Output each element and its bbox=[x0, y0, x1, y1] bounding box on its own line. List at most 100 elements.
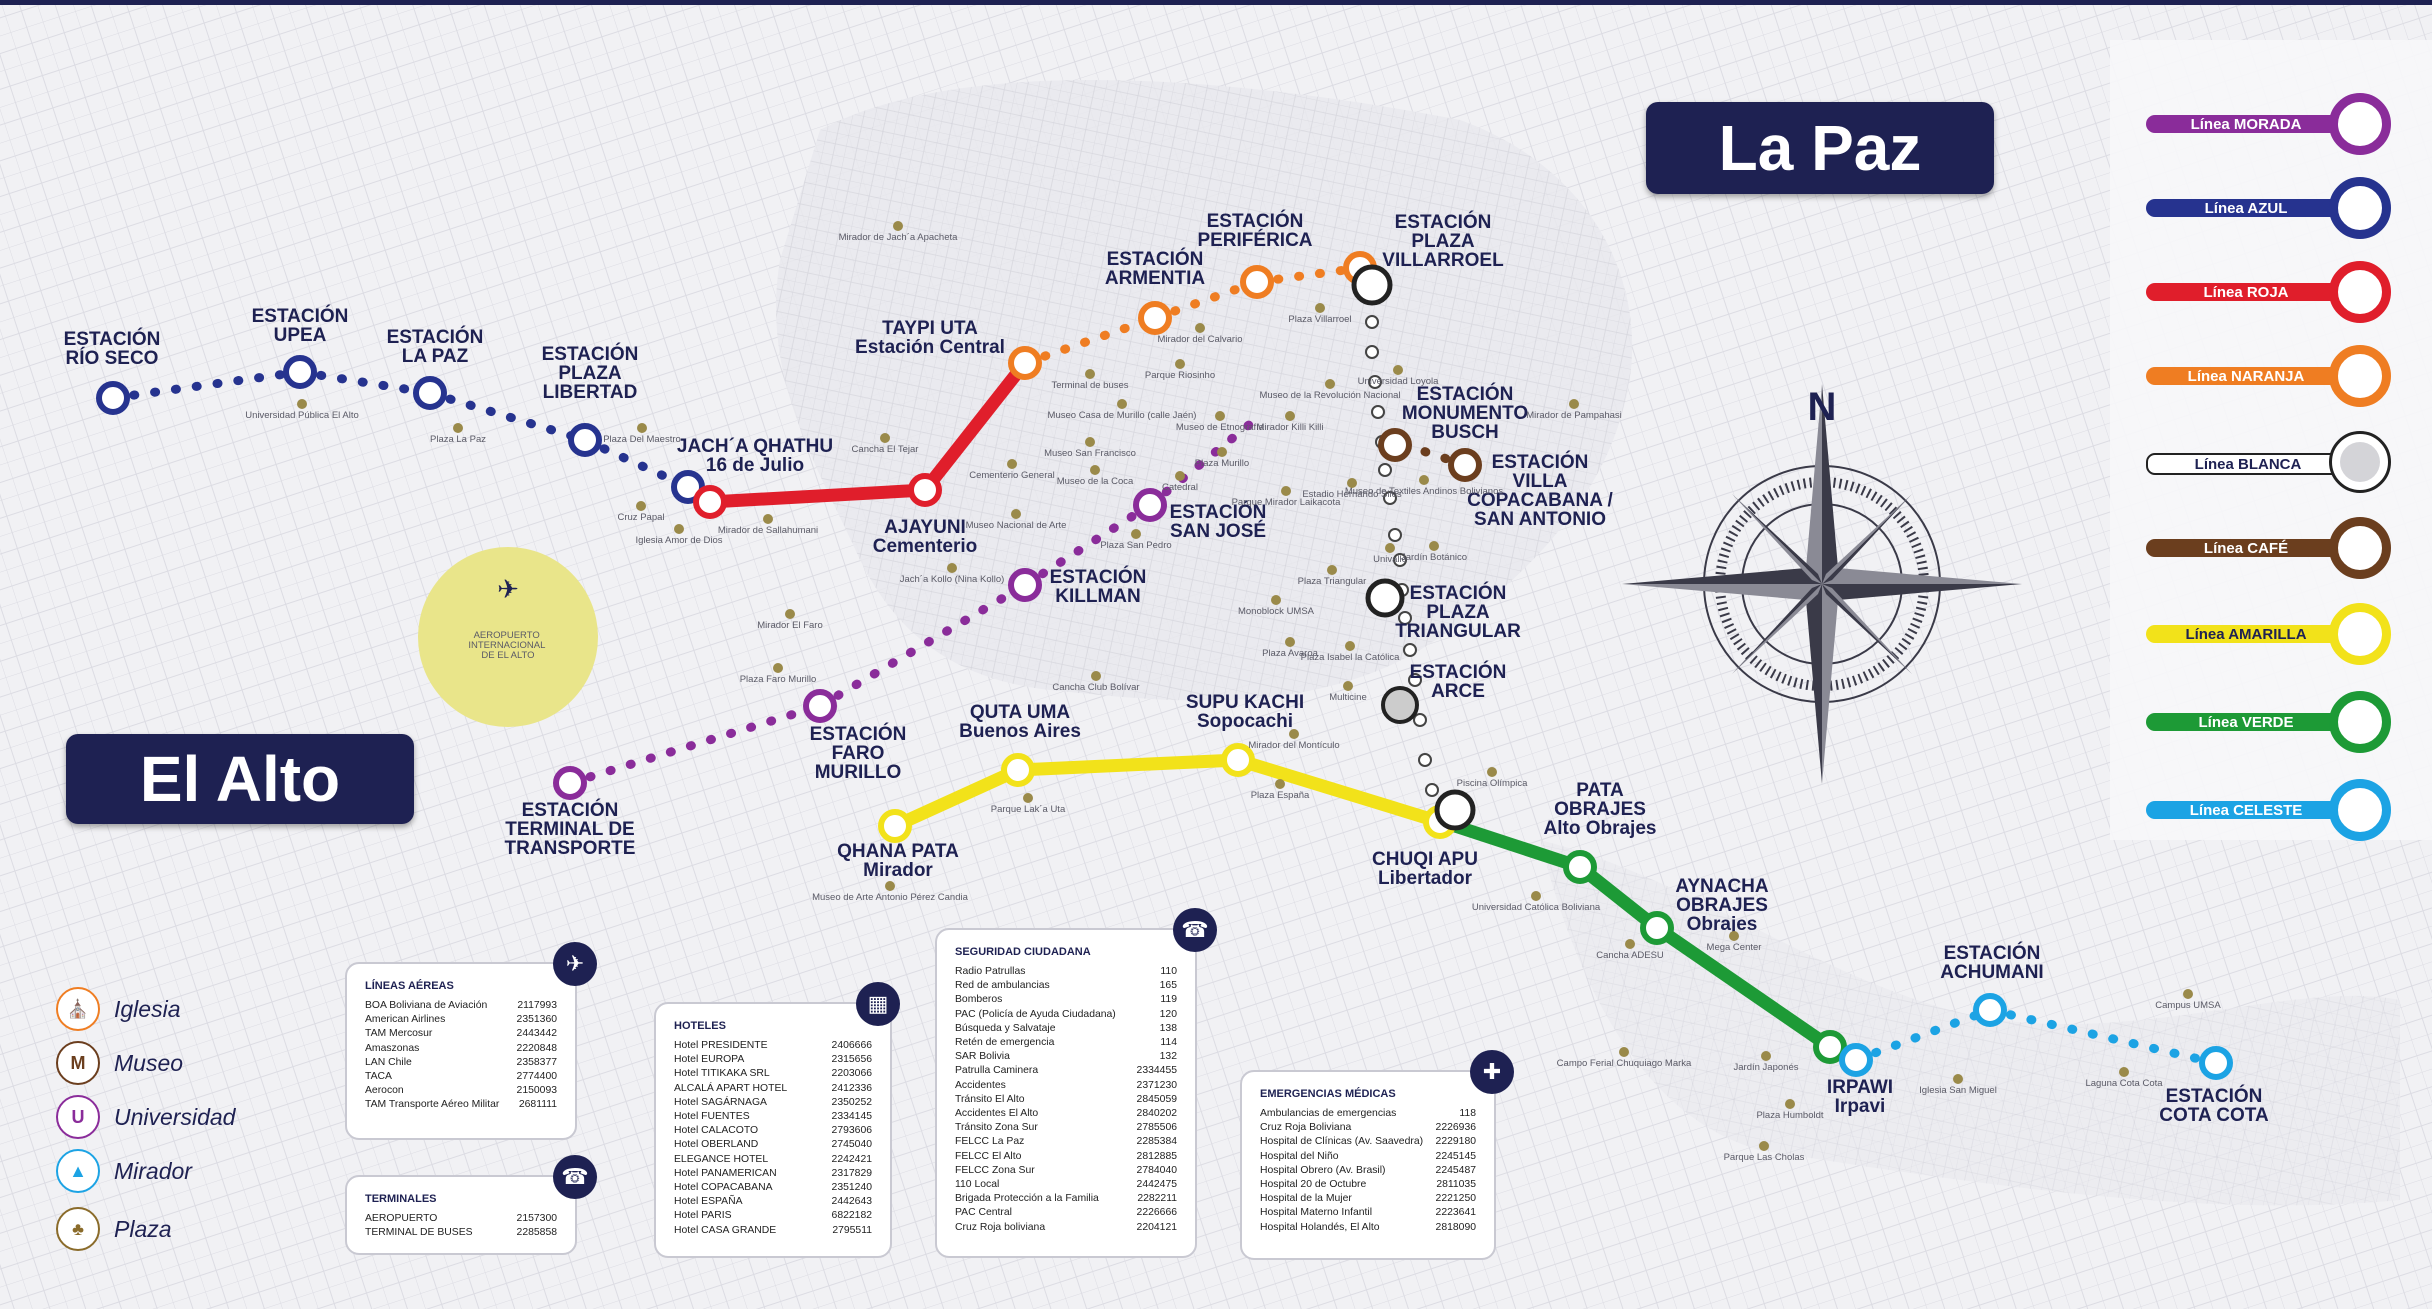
line-morada bbox=[815, 580, 1030, 711]
card-row-phone: 2412336 bbox=[831, 1082, 872, 1094]
card-row-name: AEROPUERTO bbox=[365, 1213, 438, 1224]
line-blanca-dot bbox=[1371, 405, 1385, 419]
line-blanca-dot bbox=[1418, 753, 1432, 767]
poi-label: Cancha ADESU bbox=[1596, 950, 1664, 961]
card-row-name: Bomberos bbox=[955, 994, 1003, 1006]
station-pata-obrajes bbox=[1563, 850, 1597, 884]
poi-label: Museo San Francisco bbox=[1044, 448, 1136, 459]
card-row-phone: 6822182 bbox=[831, 1210, 872, 1222]
card-row-phone: 2150093 bbox=[516, 1085, 557, 1097]
poi-label: Cruz Papal bbox=[618, 512, 665, 523]
card-row-name: Patrulla Caminera bbox=[955, 1065, 1039, 1077]
station-faro-murillo bbox=[803, 689, 837, 723]
card-row-name: BOA Boliviana de Aviación bbox=[365, 1000, 488, 1011]
poi-marker bbox=[880, 433, 890, 443]
poi-label: Museo Casa de Murillo (calle Jaén) bbox=[1048, 410, 1197, 421]
poi-marker bbox=[1785, 1099, 1795, 1109]
north-label: N bbox=[1808, 385, 1837, 429]
legend-line-ring-icon bbox=[2329, 431, 2391, 493]
poi-label: Plaza Isabel la Católica bbox=[1301, 652, 1400, 663]
legend-line-ring-icon bbox=[2329, 691, 2391, 753]
card-row-name: TAM Transporte Aéreo Militar bbox=[365, 1099, 500, 1111]
poi-marker bbox=[1385, 543, 1395, 553]
card-row-name: Ambulancias de emergencias bbox=[1260, 1108, 1397, 1119]
phone-icon: ☎ bbox=[1173, 908, 1217, 952]
la-paz-urban-area bbox=[776, 80, 1633, 701]
station-quta-uma bbox=[1001, 753, 1035, 787]
poi-marker bbox=[1131, 529, 1141, 539]
line-roja bbox=[703, 483, 932, 509]
poi-label: Cementerio General bbox=[969, 470, 1055, 481]
poi-marker bbox=[1215, 411, 1225, 421]
poi-marker bbox=[1761, 1051, 1771, 1061]
phone-icon: ☎ bbox=[553, 1155, 597, 1199]
line-azul bbox=[580, 435, 693, 492]
symbol-legend-label: Plaza bbox=[114, 1215, 172, 1242]
poi-label: Mirador de Jach´a Apacheta bbox=[839, 232, 959, 243]
legend-line-4: Línea BLANCA bbox=[2146, 430, 2391, 494]
card-row-name: Hotel CASA GRANDE bbox=[674, 1224, 777, 1236]
poi-label: Plaza Humboldt bbox=[1756, 1110, 1823, 1121]
card-row-phone: 2282211 bbox=[1137, 1193, 1177, 1205]
legend-line-ring-icon bbox=[2329, 177, 2391, 239]
poi-label: Jach´a Kollo (Nina Kollo) bbox=[900, 574, 1005, 585]
line-amarilla bbox=[1011, 753, 1245, 777]
poi-label: Parque Mirador Laikacota bbox=[1232, 497, 1341, 508]
line-blanca-dot bbox=[1388, 528, 1402, 542]
poi-label: Catedral bbox=[1162, 482, 1198, 493]
poi-label: Museo Nacional de Arte bbox=[966, 520, 1067, 531]
poi-marker bbox=[1091, 671, 1101, 681]
poi-label: Univalle bbox=[1373, 554, 1407, 565]
card-row-phone: 2315656 bbox=[831, 1054, 872, 1066]
card-row-phone: 2229180 bbox=[1435, 1136, 1476, 1148]
card-row-phone: 2220848 bbox=[516, 1042, 557, 1054]
card-row-phone: 2818090 bbox=[1435, 1221, 1476, 1233]
card-row-phone: 2351240 bbox=[831, 1182, 872, 1194]
card-row-name: Hospital de la Mujer bbox=[1260, 1193, 1352, 1205]
symbol-legend-label: Museo bbox=[114, 1049, 184, 1076]
hotel-building-icon: ▦ bbox=[856, 982, 900, 1026]
card-row-phone: 110 bbox=[1160, 966, 1177, 977]
card-lineas-aereas: ✈ LÍNEAS AÉREAS BOA Boliviana de Aviació… bbox=[345, 942, 597, 1140]
card-row-name: Tránsito El Alto bbox=[955, 1093, 1025, 1105]
card-row-name: Tránsito Zona Sur bbox=[955, 1122, 1038, 1134]
card-row-phone: 2245145 bbox=[1435, 1150, 1476, 1162]
poi-label: Mirador El Faro bbox=[757, 620, 822, 631]
station-ajayuni bbox=[908, 473, 942, 507]
poi-marker bbox=[636, 501, 646, 511]
card-row-name: Aerocon bbox=[365, 1085, 404, 1097]
legend-line-ring-icon bbox=[2329, 345, 2391, 407]
cable-car-lines bbox=[96, 251, 2233, 1080]
line-blanca-dot bbox=[1398, 611, 1412, 625]
poi-marker bbox=[785, 609, 795, 619]
line-roja bbox=[918, 356, 1032, 497]
symbol-legend-3: ▲Mirador bbox=[56, 1146, 192, 1196]
line-azul bbox=[295, 367, 435, 398]
poi-label: Universidad Loyola bbox=[1358, 376, 1440, 387]
line-blanca-dot bbox=[1368, 375, 1382, 389]
line-blanca-dot bbox=[1393, 553, 1407, 567]
symbol-legend-label: Mirador bbox=[114, 1157, 192, 1184]
legend-line-8: Línea CELESTE bbox=[2146, 778, 2391, 842]
poi-label: Jardín Botánico bbox=[1401, 552, 1467, 563]
poi-marker bbox=[1325, 379, 1335, 389]
